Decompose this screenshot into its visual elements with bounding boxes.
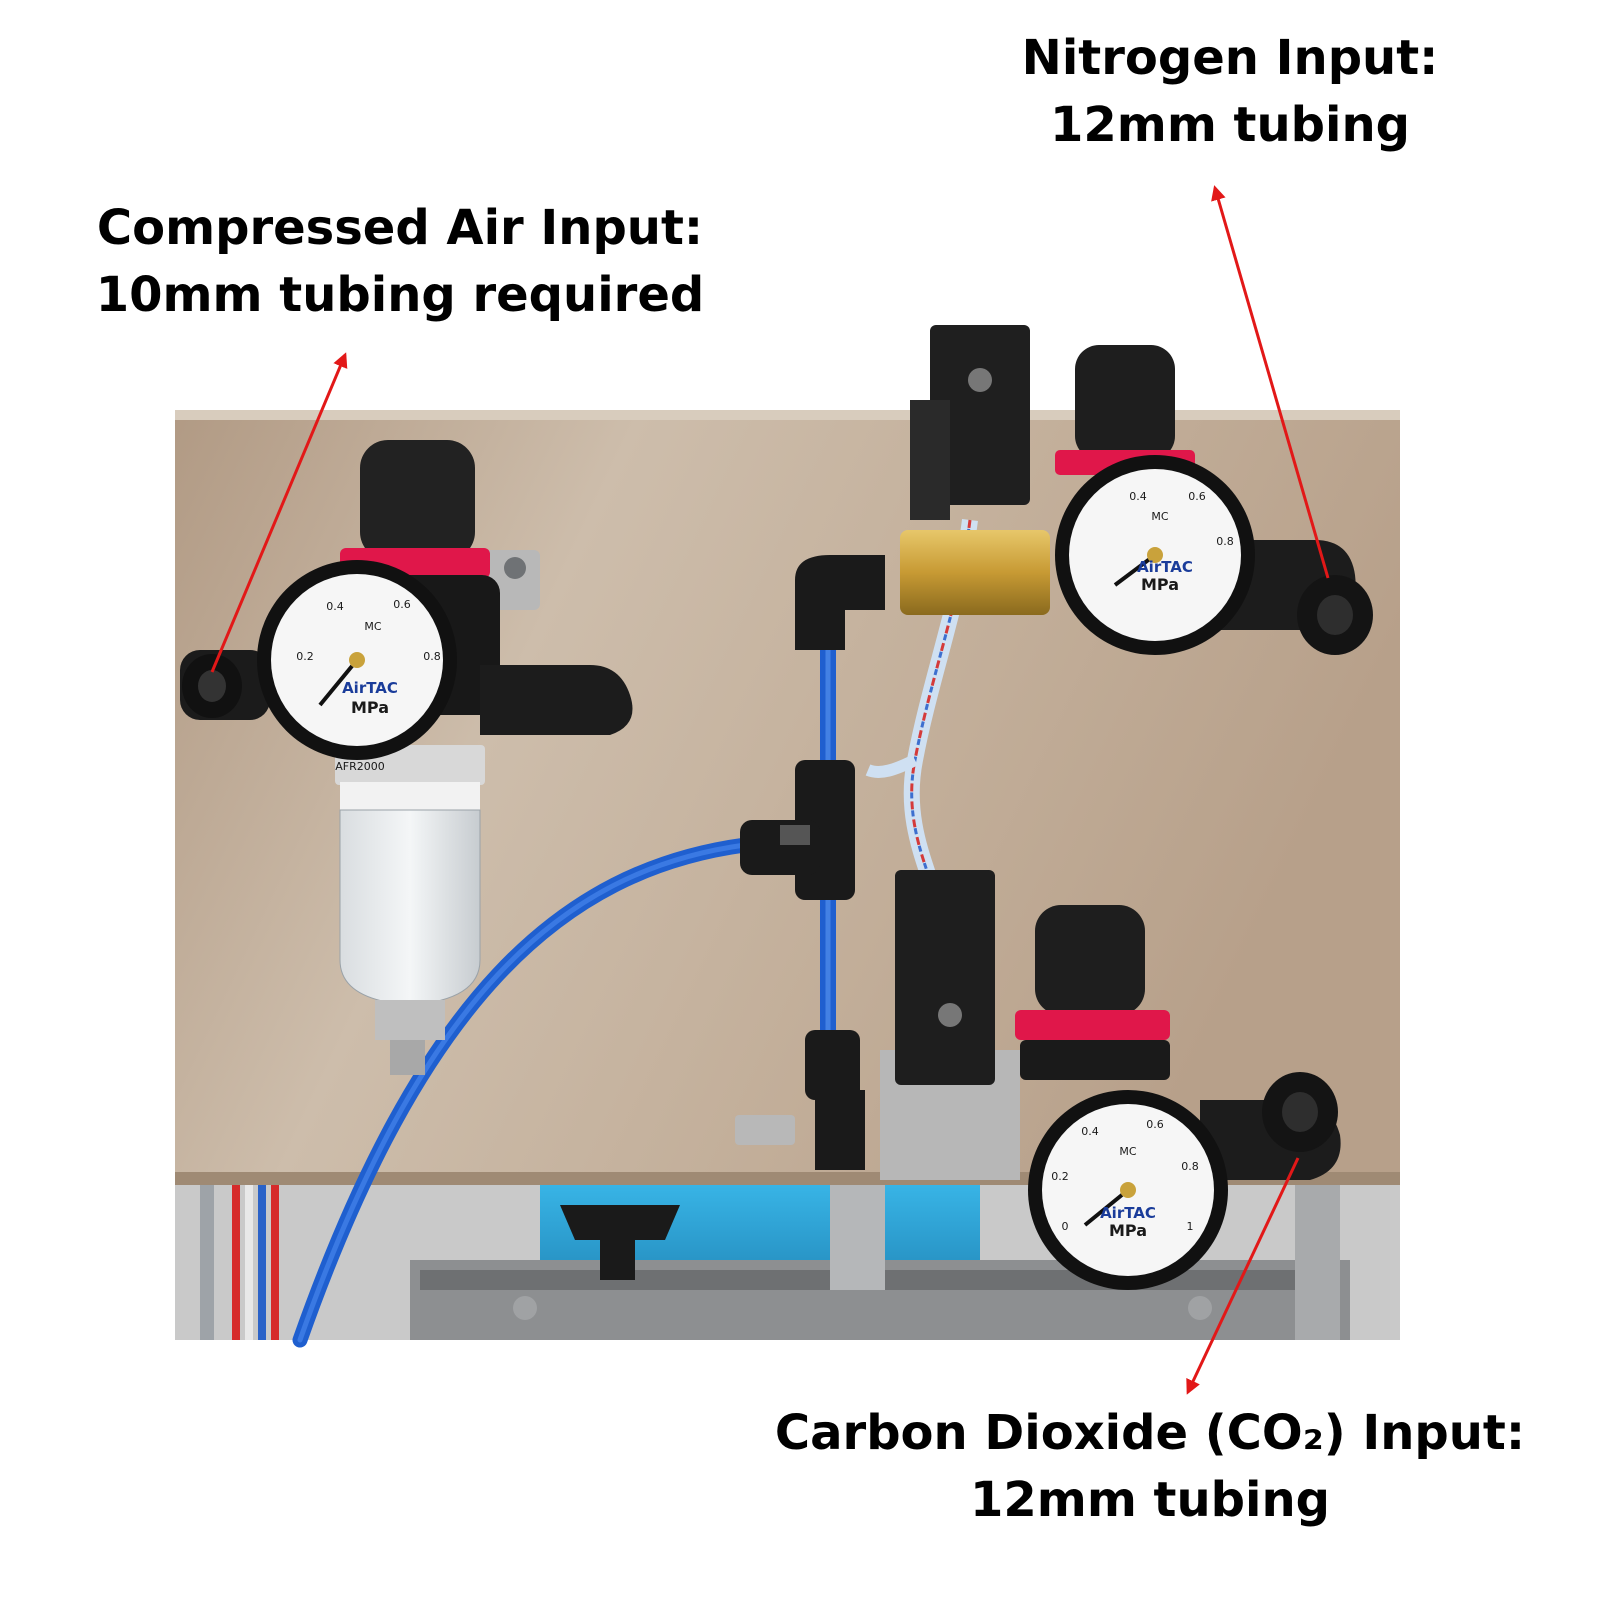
air-gauge-unit: MPa [351,698,389,717]
annotation-arrows [210,185,1330,1395]
co2-label-line1: Carbon Dioxide (CO₂) Input: [774,1405,1526,1461]
air-gauge-scale-0.2: 0.2 [296,650,314,663]
carbon-dioxide-input-label: Carbon Dioxide (CO₂) Input: 12mm tubing [700,1400,1600,1534]
co2-gauge-unit: MPa [1109,1221,1147,1240]
arrow-co2 [1186,1157,1300,1395]
air-gauge-scale-0.4: 0.4 [326,600,344,613]
nitrogen-gauge-scale-0.6: 0.6 [1188,490,1206,503]
co2-gauge-scale-0.8: 0.8 [1181,1160,1199,1173]
nitrogen-gauge-maker: MC [1151,510,1168,523]
co2-gauge-maker: MC [1119,1145,1136,1158]
tee-fittings [735,760,865,1170]
nitrogen-pressure-gauge [1055,455,1255,655]
co2-gauge-scale-1: 1 [1187,1220,1194,1233]
nitrogen-input-label: Nitrogen Input: 12mm tubing [950,25,1510,159]
co2-gauge-scale-0.2: 0.2 [1051,1170,1069,1183]
arrow-nitrogen [1211,185,1330,579]
nitrogen-gauge-unit: MPa [1141,575,1179,594]
nitrogen-label-line1: Nitrogen Input: [1021,30,1439,86]
arrow-compressed-air [210,352,348,673]
filter-model-label: AFR2000 [335,760,385,773]
nitrogen-gauge-brand: AirTAC [1137,558,1193,576]
air-gauge-brand: AirTAC [342,679,398,697]
co2-assembly [880,870,1341,1180]
air-gauge-scale-0.6: 0.6 [393,598,411,611]
air-filter-regulator [180,440,633,1075]
air-pressure-gauge [257,560,457,760]
compressed-air-label-line1: Compressed Air Input: [96,200,704,256]
compressed-air-label-line2: 10mm tubing required [95,267,705,324]
gauge-markings: AirTAC MPa MC 0.2 0.4 0.6 0.8 AFR2000 Ai… [296,490,1234,1240]
co2-gauge-scale-0.6: 0.6 [1146,1118,1164,1131]
compressed-air-input-label: Compressed Air Input: 10mm tubing requir… [40,195,760,329]
co2-label-line2: 12mm tubing [970,1472,1330,1529]
nitrogen-label-line2: 12mm tubing [1050,97,1410,154]
nitrogen-gauge-scale-0.8: 0.8 [1216,535,1234,548]
co2-gauge-brand: AirTAC [1100,1204,1156,1222]
co2-gauge-scale-0: 0 [1062,1220,1069,1233]
air-gauge-scale-0.8: 0.8 [423,650,441,663]
air-gauge-maker: MC [364,620,381,633]
co2-pressure-gauge [1028,1090,1228,1290]
nitrogen-gauge-scale-0.4: 0.4 [1129,490,1147,503]
co2-gauge-scale-0.4: 0.4 [1081,1125,1099,1138]
